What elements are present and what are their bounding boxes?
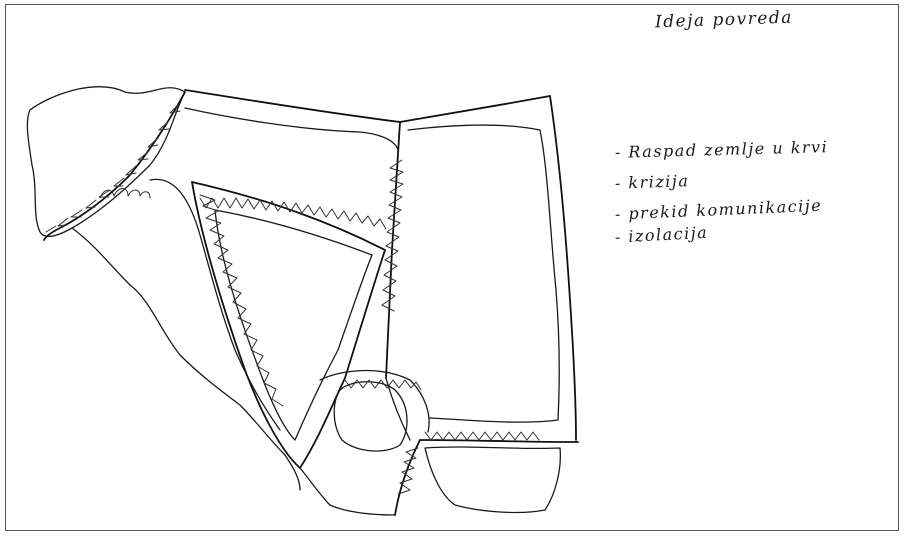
border-top [185,90,550,122]
region-north-inner [185,108,398,150]
zigzag-south [345,380,421,390]
border-northwest-diagonal [44,92,185,240]
region-center-inner [215,210,372,440]
border-center-outer [192,182,385,468]
region-west-inner [150,179,280,430]
zigzag-center-left [200,195,283,406]
region-southeast [425,447,560,512]
zigzag-south-border [425,432,539,440]
border-south [420,440,578,442]
region-northwest-outline [27,87,185,237]
region-south-outer [320,371,429,432]
notes-list: - Raspad zemlje u krvi - krizija - preki… [615,140,828,252]
region-south-blob [334,382,407,451]
region-west-outer [72,228,300,490]
region-east-inner [408,125,559,422]
zigzag-center-top [200,198,386,229]
border-east-left [386,122,400,378]
hatch-northwest [46,105,180,232]
region-southwest [300,468,395,515]
